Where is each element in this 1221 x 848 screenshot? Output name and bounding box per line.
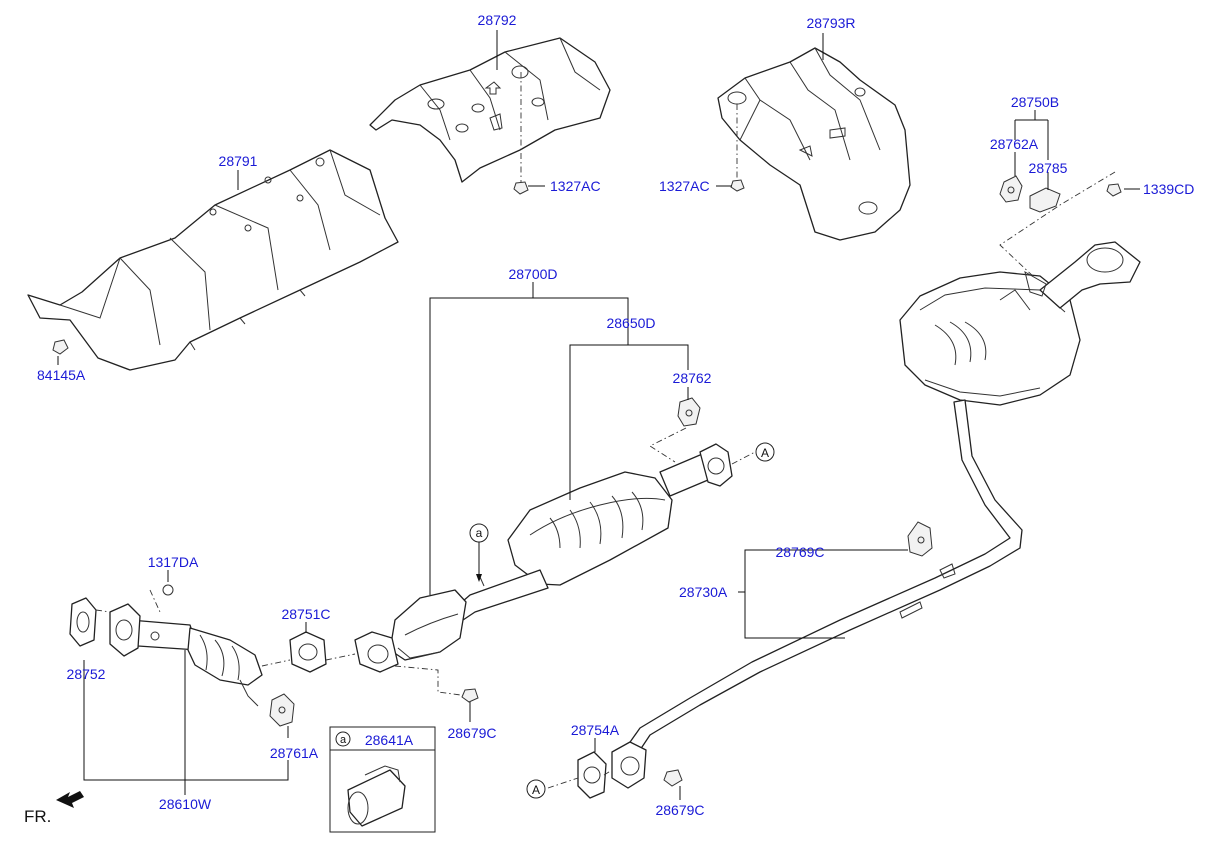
inset-box-28641A: a [329,726,436,833]
label-1327AC-left: 1327AC [550,178,601,194]
callout-A-upper: A [755,442,775,462]
nut-1327AC-left [513,181,529,195]
label-28793R: 28793R [806,15,855,31]
label-28761A: 28761A [270,745,319,761]
front-pipe-28610W [109,584,263,707]
label-28750B: 28750B [1011,94,1059,110]
label-28730A: 28730A [679,584,728,600]
label-84145A: 84145A [37,367,86,383]
rear-muffler [899,241,1141,406]
label-1327AC-right: 1327AC [659,178,710,194]
label-28752: 28752 [67,666,106,682]
label-28650D: 28650D [606,315,655,331]
label-28762: 28762 [673,370,712,386]
label-28679C-bottom: 28679C [655,802,704,818]
label-28785: 28785 [1029,160,1068,176]
label-28792: 28792 [478,12,517,28]
heat-shield-28793R [717,47,911,241]
label-1339CD: 1339CD [1143,181,1194,197]
heat-shield-28791 [27,149,399,371]
svg-text:A: A [532,783,540,797]
inset-callout-a: a [340,734,347,746]
front-catalyst-section [354,589,467,673]
label-28791: 28791 [219,153,258,169]
rear-pipe-flange [611,741,647,789]
hanger-28769C [907,521,933,557]
hanger-28762A [999,175,1023,203]
nut-1339CD [1106,183,1122,197]
hanger-28761A [269,693,295,727]
gasket-28751C [289,631,327,673]
label-1317DA: 1317DA [148,554,199,570]
bracket-28785 [1029,187,1061,213]
callout-a-main: a [469,523,489,582]
label-28751C: 28751C [281,606,330,622]
heat-shield-28792 [369,37,611,183]
label-28754A: 28754A [571,722,620,738]
nut-84145A [52,339,69,355]
front-direction-marker: FR. [24,791,84,826]
gasket-28754A [577,751,607,799]
label-28769C: 28769C [775,544,824,560]
nut-28679C-bottom [663,769,683,787]
label-28700D: 28700D [508,266,557,282]
hanger-28762 [677,397,701,427]
label-28762A: 28762A [990,136,1039,152]
label-28641A: 28641A [365,732,414,748]
front-label: FR. [24,807,51,826]
nut-28679C-top [461,688,479,703]
svg-text:a: a [476,526,483,540]
nut-1327AC-right [730,179,745,192]
rear-pipe-28730A [627,399,1023,751]
svg-text:A: A [761,446,769,460]
gasket-28752 [69,597,97,647]
label-28679C-top: 28679C [447,725,496,741]
label-28610W: 28610W [159,796,212,812]
callout-A-lower: A [526,779,546,799]
front-arrow-icon [56,791,84,808]
